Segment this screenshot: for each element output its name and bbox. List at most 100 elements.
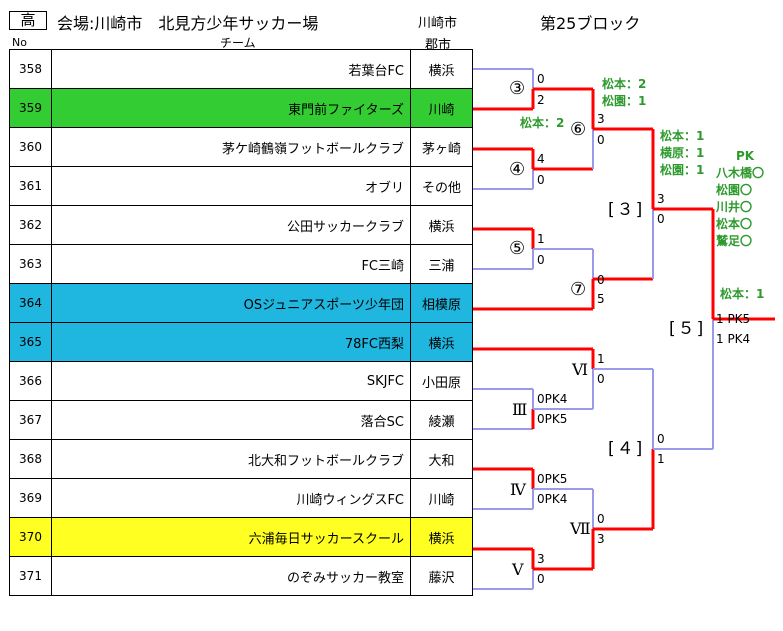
score-m7-bottom: 5 [597, 292, 605, 306]
team-name: オブリ [51, 166, 411, 206]
score-r5-top: 1 PK5 [716, 312, 751, 326]
team-city: 川崎 [410, 88, 473, 128]
score-r4-top: 0 [657, 432, 665, 446]
scorers-r5: 松本：1 [720, 286, 764, 303]
scorer-line: 松園：1 [602, 94, 647, 108]
match-VI-label: Ⅵ [572, 360, 589, 379]
team-number: 368 [9, 439, 52, 479]
score-m3-bottom: 2 [537, 93, 545, 107]
team-number: 361 [9, 166, 52, 206]
score-mVI-bottom: 0 [597, 372, 605, 386]
team-city: 大和 [410, 439, 473, 479]
score-m4-bottom: 0 [537, 173, 545, 187]
scorer-line: 松本：1 [660, 129, 705, 143]
match-III-label: Ⅲ [512, 400, 528, 419]
team-city: 綾瀬 [410, 400, 473, 440]
team-name: FC三崎 [51, 244, 411, 284]
team-number: 363 [9, 244, 52, 284]
score-mIII-top: 0PK4 [537, 392, 568, 406]
round-3-label: [３] [608, 200, 645, 220]
pk-shooter: 松本〇 [716, 217, 753, 231]
category-box: 高 [9, 11, 47, 30]
scorer-line: 松本：2 [602, 77, 647, 91]
team-name: 六浦毎日サッカースクール [51, 517, 411, 557]
team-city: 相模原 [410, 283, 473, 323]
score-mIII-bottom: 0PK5 [537, 412, 568, 426]
team-number: 371 [9, 556, 52, 596]
match-6-label: ⑥ [570, 119, 587, 140]
score-r5-bottom: 1 PK4 [716, 332, 751, 346]
pk-shooter: 松園〇 [716, 183, 753, 197]
team-name: 公田サッカークラブ [51, 205, 411, 245]
score-mIV-top: 0PK5 [537, 472, 568, 486]
score-m4-top: 4 [537, 152, 545, 166]
score-mVII-bottom: 3 [597, 532, 605, 546]
team-name: 落合SC [51, 400, 411, 440]
round-5-label: [５] [669, 319, 706, 339]
score-m6-bottom: 0 [597, 133, 605, 147]
team-name: 東門前ファイターズ [51, 88, 411, 128]
match-IV-label: Ⅳ [510, 480, 526, 499]
pk-shooters: PK 八木橋〇 松園〇 川井〇 松本〇 鷲足〇 [716, 148, 764, 250]
score-m3-top: 0 [537, 72, 545, 86]
team-city: 横浜 [410, 322, 473, 362]
match-VII-label: Ⅶ [570, 519, 591, 538]
score-r3-bottom: 0 [657, 212, 665, 226]
venue-title: 会場:川崎市 北見方少年サッカー場 [57, 14, 319, 33]
team-name: のぞみサッカー教室 [51, 556, 411, 596]
host-city: 川崎市 [418, 16, 458, 31]
match-V-label: Ⅴ [512, 560, 524, 579]
score-m5-bottom: 0 [537, 253, 545, 267]
score-mVII-top: 0 [597, 512, 605, 526]
score-mIV-bottom: 0PK4 [537, 492, 568, 506]
team-number: 360 [9, 127, 52, 167]
column-header-no: No [12, 36, 27, 49]
scorers-m3: 松本：2 松園：1 [602, 76, 646, 110]
team-name: 北大和フットボールクラブ [51, 439, 411, 479]
round-4-label: [４] [608, 439, 645, 459]
match-7-label: ⑦ [570, 279, 587, 300]
score-mVI-top: 1 [597, 352, 605, 366]
team-city: 横浜 [410, 205, 473, 245]
match-5-label: ⑤ [509, 238, 526, 259]
block-title: 第25ブロック [540, 14, 641, 33]
scorer-line: 松園：1 [660, 163, 705, 177]
team-name: 78FC西梨 [51, 322, 411, 362]
score-m6-top: 3 [597, 112, 605, 126]
score-r3-top: 3 [657, 192, 665, 206]
score-mV-bottom: 0 [537, 572, 545, 586]
scorer-line: 松本：1 [720, 287, 765, 301]
scorer-line: 松本：2 [520, 116, 565, 130]
pk-shooter: 川井〇 [716, 200, 753, 214]
score-m5-top: 1 [537, 232, 545, 246]
match-3-label: ③ [509, 78, 526, 99]
team-number: 364 [9, 283, 52, 323]
team-city: 茅ヶ崎 [410, 127, 473, 167]
score-m7-top: 0 [597, 273, 605, 287]
team-city: 藤沢 [410, 556, 473, 596]
score-mV-top: 3 [537, 552, 545, 566]
column-header-team: チーム [220, 36, 256, 50]
match-4-label: ④ [509, 159, 526, 180]
pk-shooter: 八木橋〇 [716, 166, 765, 180]
pk-title: PK [736, 149, 755, 163]
scorer-line: 横原：1 [660, 146, 705, 160]
team-number: 366 [9, 361, 52, 401]
scorers-m6: 松本：2 [520, 115, 564, 132]
team-number: 365 [9, 322, 52, 362]
scorers-r3: 松本：1 横原：1 松園：1 [660, 128, 704, 179]
score-r4-bottom: 1 [657, 452, 665, 466]
